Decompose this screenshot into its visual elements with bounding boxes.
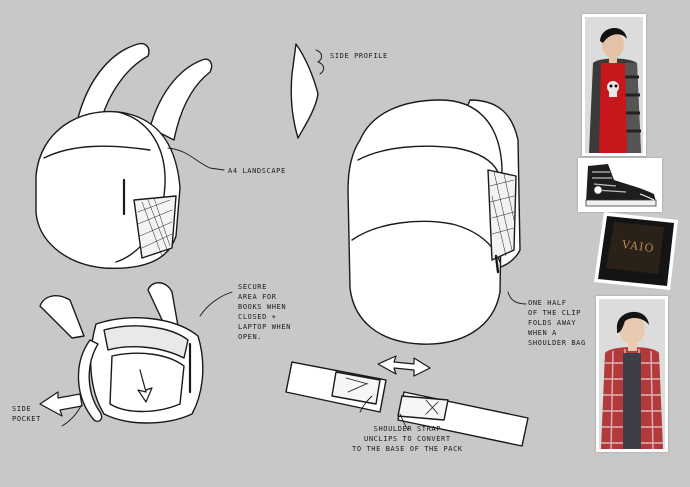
front-view-side-seam — [115, 111, 166, 263]
back-view-panel-line-bottom — [351, 220, 501, 263]
annotation-one-half: One half of the clip folds away when a s… — [528, 299, 586, 347]
strap-buckle-diagram — [285, 355, 529, 447]
back-view-mesh-pocket — [487, 169, 517, 261]
back-view-zipper-pull — [494, 254, 500, 274]
photo-sneaker — [578, 158, 662, 212]
open-view-down-arrow — [137, 369, 153, 403]
open-view-flap — [77, 339, 103, 422]
buckle-clip-female — [331, 371, 381, 405]
leader-lines — [61, 147, 527, 431]
backpack-open-view — [39, 282, 204, 424]
front-view-panel-line — [43, 145, 151, 159]
front-view-mesh-pattern — [137, 197, 173, 257]
side-profile-sketch — [290, 43, 325, 139]
front-view-strap-right — [149, 58, 213, 141]
photo-person-red-shirt — [582, 14, 646, 156]
open-view-inner-pocket — [103, 325, 189, 359]
photo-laptop: VAIO — [592, 210, 680, 292]
open-view-cavity — [109, 352, 185, 413]
annotation-secure-area: Secure area for books when closed + lapt… — [238, 283, 291, 341]
back-view-mesh-pattern — [489, 171, 515, 257]
open-view-strap-right — [147, 282, 179, 327]
annotation-side-profile: Side profile — [330, 52, 388, 60]
side-pocket-arrow — [39, 391, 83, 417]
front-view-strap-left — [77, 42, 150, 125]
open-view-strap-left — [39, 295, 85, 339]
backpack-front-view — [35, 42, 213, 269]
front-view-mesh-pocket — [133, 195, 177, 259]
annotation-side-pocket: Side pocket — [12, 405, 41, 423]
buckle-clip-male — [397, 395, 449, 421]
backpack-back-view — [347, 99, 521, 345]
annotation-shoulder-strap: Shoulder strap unclips to convert to the… — [352, 425, 463, 453]
back-view-panel-line-top — [357, 145, 499, 173]
back-view-body — [347, 99, 503, 345]
annotation-a4-landscape: A4 landscape — [228, 167, 286, 175]
buckle-double-arrow — [377, 355, 431, 377]
photo-person-plaid-shirt — [596, 296, 668, 452]
